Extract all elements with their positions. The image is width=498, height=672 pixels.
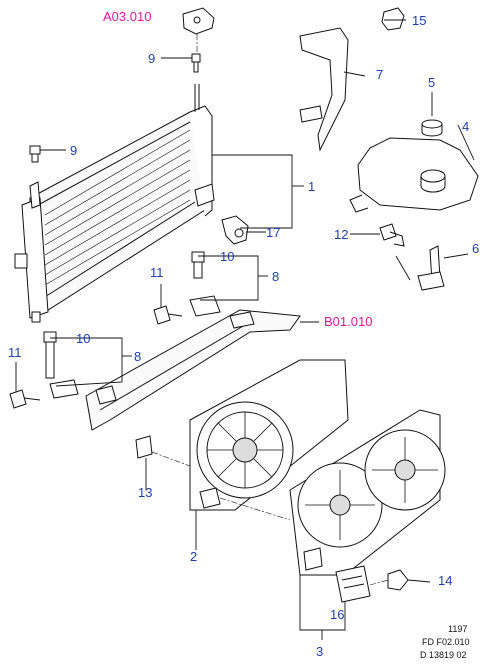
stamp-figure-code: FD F02.010	[422, 637, 470, 647]
top-mount-cap	[182, 7, 215, 35]
bolt-9-left	[29, 145, 41, 163]
fan-assembly-3	[289, 409, 446, 576]
crossmember	[85, 309, 301, 431]
callout-12: 12	[334, 227, 349, 242]
callout-1: 1	[308, 179, 316, 194]
callout-13: 13	[138, 485, 153, 500]
callout-15: 15	[412, 13, 427, 28]
clip-15	[381, 7, 405, 31]
bolt-10-lower	[43, 331, 79, 399]
callout-7: 7	[376, 67, 384, 82]
callout-16: 16	[330, 607, 345, 622]
callout-9-left: 9	[70, 143, 78, 158]
callout-2: 2	[190, 549, 198, 564]
expansion-tank-4	[349, 137, 479, 213]
nut-14	[387, 569, 409, 591]
callout-17: 17	[266, 225, 281, 240]
bolt-11-upper	[153, 305, 183, 325]
callout-8-lower: 8	[134, 349, 142, 364]
callout-9-top: 9	[148, 51, 156, 66]
callout-10-upper: 10	[220, 249, 235, 264]
callout-11-upper: 11	[150, 265, 164, 280]
callout-10-lower: 10	[76, 331, 91, 346]
drain-plug-17	[221, 215, 249, 245]
sensor-6	[417, 245, 445, 291]
bolt-12	[379, 223, 405, 247]
callout-11-lower: 11	[8, 345, 22, 360]
radiator	[14, 84, 215, 323]
cap-5	[421, 119, 443, 137]
callout-8-upper: 8	[272, 269, 280, 284]
bolt-11-lower	[9, 389, 41, 409]
callout-5: 5	[428, 75, 436, 90]
fan-shroud-2	[189, 359, 349, 511]
callout-14: 14	[438, 573, 453, 588]
resistor-16	[335, 565, 371, 603]
callout-6: 6	[472, 241, 480, 256]
stamp-drawing-number: D 13819 02	[420, 650, 467, 660]
grommet-13	[135, 435, 153, 459]
bolt-10-upper	[189, 251, 221, 317]
bracket-7	[299, 27, 349, 152]
stamp-date: 1197	[448, 624, 468, 634]
reference-top: A03.010	[103, 9, 152, 24]
callout-4: 4	[462, 119, 470, 134]
callout-3: 3	[316, 644, 324, 659]
bolt-9-top	[191, 53, 201, 73]
reference-right: B01.010	[324, 314, 373, 329]
